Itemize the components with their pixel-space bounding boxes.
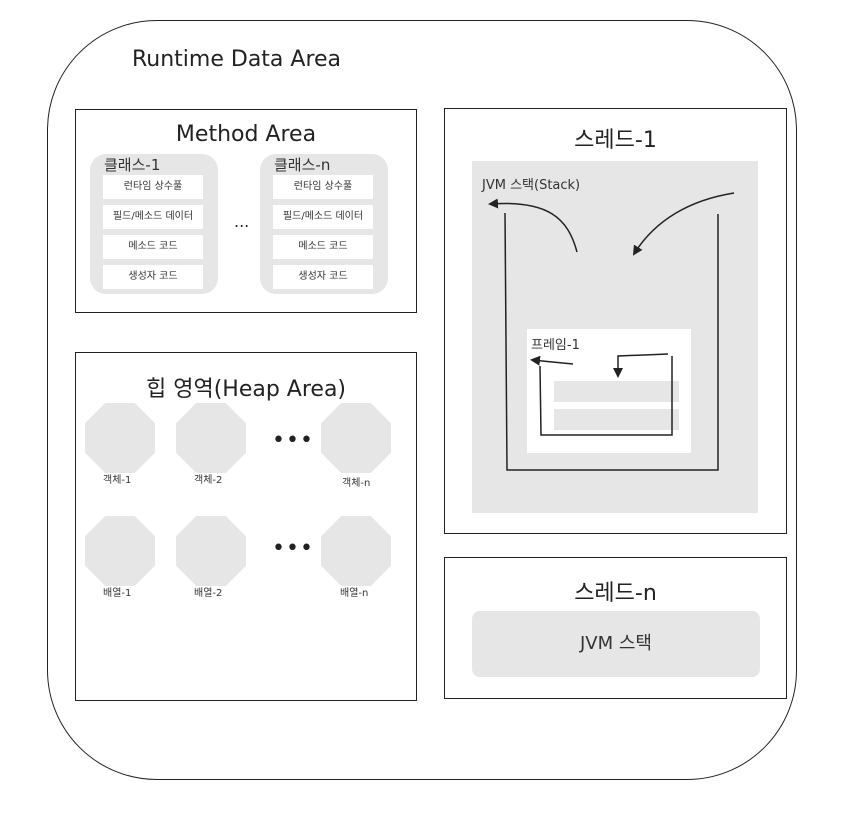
frame-label: 프레임-1: [531, 338, 580, 353]
object-shape-n: [321, 403, 391, 473]
heap-area: 힙 영역(Heap Area) 객체-1 객체-2 객체-n ••• 배열-1 …: [75, 352, 417, 701]
stack-push-arrow: [632, 192, 735, 256]
class-item-field-method-data: 필드/메소드 데이터: [103, 205, 203, 229]
class-box-1: 클래스-1 런타임 상수풀 필드/메소드 데이터 메소드 코드 생성자 코드: [90, 154, 218, 294]
heap-area-title: 힙 영역(Heap Area): [145, 377, 347, 402]
thread-1-title: 스레드-1: [574, 128, 657, 153]
object-shape-2: [176, 403, 246, 473]
frame-push-arrow: [613, 353, 669, 378]
runtime-data-area-title: Runtime Data Area: [132, 47, 342, 72]
frame-outline: [539, 356, 673, 436]
method-area-ellipsis: ...: [234, 212, 250, 231]
array-label-2: 배열-2: [194, 588, 223, 599]
class-item-constructor-code: 생성자 코드: [273, 265, 373, 289]
method-area-title: Method Area: [175, 122, 317, 147]
object-shape-1: [85, 403, 155, 473]
class-item-constant-pool: 런타임 상수풀: [273, 175, 373, 199]
thread-n-title: 스레드-n: [574, 581, 657, 606]
frame-pop-arrow: [530, 355, 574, 366]
class-item-constructor-code: 생성자 코드: [103, 265, 203, 289]
thread-n-jvm-stack: JVM 스택: [472, 611, 760, 677]
array-shape-1: [85, 516, 155, 586]
class-item-method-code: 메소드 코드: [273, 235, 373, 259]
frame-slot-2: [554, 409, 679, 430]
object-label-1: 객체-1: [103, 475, 132, 486]
class-box-n: 클래스-n 런타임 상수풀 필드/메소드 데이터 메소드 코드 생성자 코드: [260, 154, 388, 294]
heap-objects-ellipsis: •••: [272, 428, 314, 453]
method-area: Method Area 클래스-1 런타임 상수풀 필드/메소드 데이터 메소드…: [75, 109, 417, 313]
array-shape-n: [321, 516, 391, 586]
runtime-data-area: [47, 20, 797, 780]
array-label-1: 배열-1: [103, 588, 132, 599]
frame-slot-1: [554, 381, 679, 402]
class-label: 클래스-n: [274, 156, 331, 174]
jvm-stack-label: JVM 스택(Stack): [482, 178, 581, 193]
heap-arrays-ellipsis: •••: [272, 536, 314, 561]
object-label-n: 객체-n: [342, 478, 371, 489]
object-label-2: 객체-2: [194, 475, 223, 486]
class-item-constant-pool: 런타임 상수풀: [103, 175, 203, 199]
array-shape-2: [176, 516, 246, 586]
class-label: 클래스-1: [104, 156, 161, 174]
stack-outline: [504, 212, 719, 471]
array-label-n: 배열-n: [340, 588, 369, 599]
class-item-field-method-data: 필드/메소드 데이터: [273, 205, 373, 229]
class-item-method-code: 메소드 코드: [103, 235, 203, 259]
stack-pop-arrow: [488, 198, 578, 253]
